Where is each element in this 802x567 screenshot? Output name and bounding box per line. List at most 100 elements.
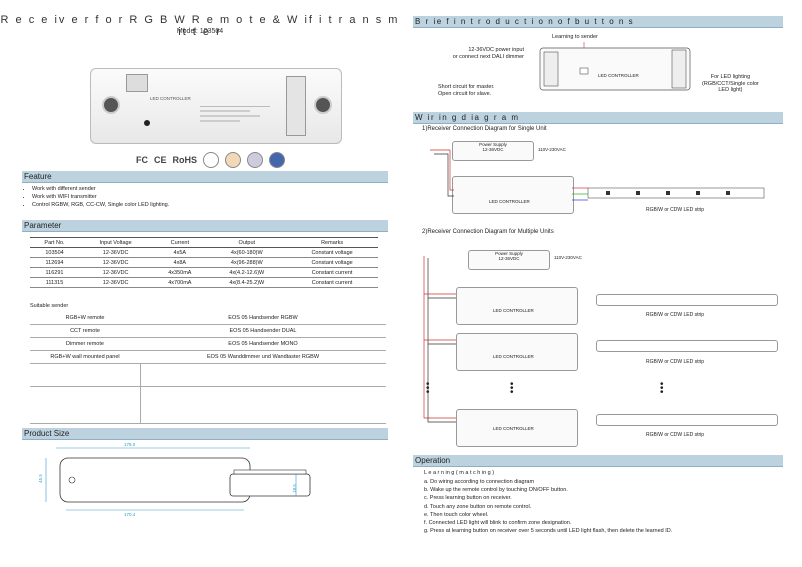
table-cell: Constant voltage <box>286 247 378 258</box>
ellipsis-dots: ••• <box>660 379 664 398</box>
device-spec-label <box>200 106 270 131</box>
operation-step: e. Then touch color wheel. <box>424 511 489 518</box>
fc-mark: FC <box>136 155 148 165</box>
cert-icon <box>269 152 286 168</box>
feature-heading: Feature <box>22 171 388 183</box>
table-cell: 4x350mA <box>152 267 208 278</box>
strip-label: RGB/W or CDW LED strip <box>646 207 705 213</box>
table-cell: 4x(4.2-12.6)W <box>207 267 287 278</box>
table-row: RGB+W wall mounted panel EOS 05 Wanddimm… <box>30 350 386 364</box>
controller-label: LED CONTROLLER <box>598 73 639 78</box>
feature-item: Control RGBW, RGB, CC-CW, Single color L… <box>32 201 392 209</box>
strip-connector <box>596 294 778 306</box>
table-cell: 4x700mA <box>152 277 208 288</box>
psu-voltage: 12-36VDC <box>498 256 520 261</box>
led-controller: LED CONTROLLER <box>456 333 578 371</box>
column-header: Output <box>207 237 287 248</box>
device-photo: LED CONTROLLER <box>90 58 342 148</box>
table-cell: Constant voltage <box>286 257 378 268</box>
table-cell: 4x(60-180)W <box>207 247 287 258</box>
output-terminal <box>286 76 306 136</box>
operation-steps: a. Do wiring according to connection dia… <box>424 478 794 535</box>
button-diagram <box>539 42 691 91</box>
dim-width: 45.5 <box>37 474 43 483</box>
table-cell: 112694 <box>30 257 80 268</box>
led-controller: LED CONTROLLER <box>456 409 578 447</box>
strip-label: RGB/W or CDW LED strip <box>646 432 705 438</box>
operation-step: d. Touch any zone button on remote contr… <box>424 503 532 510</box>
table-row: CCT remote EOS 05 Handsender DUAL <box>30 324 386 338</box>
sender-table: RGB+W remote EOS 05 Handsender RGBW CCT … <box>30 312 386 424</box>
sender-model: EOS 05 Handsender MONO <box>140 337 386 351</box>
sender-type: CCT remote <box>30 324 140 338</box>
column-header: Remarks <box>286 237 378 248</box>
strip-label: RGB/W or CDW LED strip <box>646 359 705 365</box>
table-row: 116291 12-36VDC 4x350mA 4x(4.2-12.6)W Co… <box>30 267 378 278</box>
table-header-row: Part No. Input Voltage Current Output Re… <box>30 237 378 248</box>
ellipsis-dots: ••• <box>510 379 514 398</box>
table-row: Dimmer remote EOS 05 Handsender MONO <box>30 337 386 351</box>
feature-item: Work with WIFI transmitter <box>32 193 392 201</box>
sender-type: RGB+W wall mounted panel <box>30 350 140 364</box>
product-size-drawing <box>45 447 311 511</box>
rohs-mark: RoHS <box>172 155 198 165</box>
dim-height: 18.5 <box>291 484 297 493</box>
operation-step: b. Wake up the remote control by touchin… <box>424 487 568 494</box>
led-lighting-line: For LED lighting <box>710 74 751 80</box>
ac-label: 110V-230VAC <box>538 147 566 152</box>
strip-label: RGB/W or CDW LED strip <box>646 312 705 318</box>
brief-heading: B r ie f i n t r o d u c t i o n o f b u… <box>413 16 783 28</box>
suitable-sender-label: Suitable sender <box>30 303 69 309</box>
table-cell: 4x5A <box>152 247 208 258</box>
cert-icon <box>247 152 264 168</box>
input-terminal <box>126 74 148 92</box>
product-size-heading: Product Size <box>22 428 388 440</box>
certification-row: FC CE RoHS <box>136 152 286 168</box>
table-row: 103504 12-36VDC 4x5A 4x(60-180)W Constan… <box>30 247 378 258</box>
table-cell: 103504 <box>30 247 80 258</box>
strip-connector <box>596 340 778 352</box>
power-input-line: 12-36VDC power input <box>468 47 524 53</box>
page-title: R e c e iv e r f o r R G B W R e m o t e… <box>0 14 400 38</box>
table-cell: 12-36VDC <box>79 267 153 278</box>
parameter-heading: Parameter <box>22 220 388 232</box>
dim-length: 178.0 <box>124 442 136 447</box>
power-input-label: 12-36VDC power input or connect next DAL… <box>424 47 524 61</box>
led-controller: LED CONTROLLER <box>456 287 578 325</box>
column-header: Input Voltage <box>79 237 153 248</box>
mount-hole-left <box>102 96 120 114</box>
table-cell: 4x(8.4-25.2)W <box>207 277 287 288</box>
strip-connector <box>596 414 778 426</box>
column-header: Current <box>152 237 208 248</box>
table-cell: 4x(96-288)W <box>207 257 287 268</box>
short-circuit-line: Short circuit for master. <box>438 84 495 90</box>
table-cell: 12-36VDC <box>79 257 153 268</box>
operation-step: c. Press learning button on receiver. <box>424 495 512 502</box>
table-cell: 12-36VDC <box>79 247 153 258</box>
table-cell: Constant current <box>286 277 378 288</box>
feature-list: Work with different sender Work with WIF… <box>22 185 392 209</box>
sender-model: EOS 05 Wanddimmer und Wandtaster RGBW <box>140 350 386 364</box>
led-lighting-line: (RGB/CCT/Single color <box>702 80 759 87</box>
cert-icon <box>225 152 242 168</box>
led-strip <box>587 187 765 199</box>
psu-label: Power Supply <box>479 142 507 147</box>
short-circuit-line: Open circuit for slave. <box>438 91 492 97</box>
mount-hole-right <box>314 96 332 114</box>
table-cell: 12-36VDC <box>79 277 153 288</box>
table-row <box>30 386 386 424</box>
parameter-table: Part No. Input Voltage Current Output Re… <box>30 237 378 288</box>
sender-model: EOS 05 Handsender DUAL <box>140 324 386 338</box>
controller-label: LED CONTROLLER <box>493 354 534 359</box>
operation-step: a. Do wiring according to connection dia… <box>424 479 535 485</box>
controller-label: LED CONTROLLER <box>493 308 534 313</box>
controller-label: LED CONTROLLER <box>489 199 530 204</box>
model-number: Model: 103504 <box>176 28 224 35</box>
table-row: RGB+W remote EOS 05 Handsender RGBW <box>30 312 386 325</box>
table-cell: 116291 <box>30 267 80 278</box>
feature-item: Work with different sender <box>32 185 392 193</box>
psu-voltage: 12-36VDC <box>482 147 504 152</box>
table-row: 112694 12-36VDC 4x8A 4x(96-288)W Constan… <box>30 257 378 268</box>
led-controller: LED CONTROLLER <box>452 176 574 214</box>
device-logo: LED CONTROLLER <box>150 96 191 101</box>
